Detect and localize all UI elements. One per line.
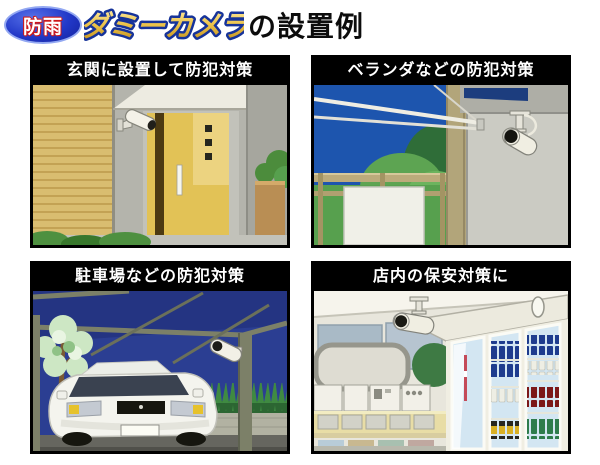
store-illustration bbox=[314, 291, 568, 451]
counter-frame bbox=[314, 342, 411, 392]
entrance-scene bbox=[33, 85, 287, 245]
display-shelf bbox=[314, 411, 446, 451]
dummy-camera-logo: ダミーカメラ bbox=[84, 7, 244, 46]
header: 防雨 ダミーカメラ の設置例 bbox=[0, 0, 600, 50]
entrance-overhang bbox=[113, 85, 287, 109]
balcony-railing bbox=[314, 173, 460, 245]
panel-entrance-title: 玄関に設置して防犯対策 bbox=[33, 55, 287, 85]
tree bbox=[412, 343, 456, 387]
parking-illustration bbox=[33, 291, 287, 451]
examples-grid: 玄関に設置して防犯対策 bbox=[30, 55, 571, 454]
parking-scene bbox=[33, 291, 287, 451]
entrance-door bbox=[147, 113, 229, 239]
panel-store: 店内の保安対策に bbox=[311, 261, 571, 454]
security-camera-icon bbox=[392, 296, 435, 335]
panel-parking: 駐車場などの防犯対策 bbox=[30, 261, 290, 454]
bushes bbox=[33, 231, 151, 245]
panel-parking-title: 駐車場などの防犯対策 bbox=[33, 261, 287, 291]
planter bbox=[255, 150, 287, 239]
carport-post bbox=[239, 333, 252, 451]
security-camera-icon bbox=[209, 338, 243, 363]
dummy-camera-logo-text: ダミーカメラ bbox=[84, 9, 244, 43]
laundry-poles bbox=[314, 85, 485, 131]
car bbox=[48, 360, 218, 446]
drink-cooler bbox=[403, 294, 568, 451]
tree bbox=[34, 315, 93, 388]
store-scene bbox=[314, 291, 568, 451]
panel-entrance: 玄関に設置して防犯対策 bbox=[30, 55, 290, 248]
ceiling bbox=[314, 291, 568, 317]
security-camera-icon bbox=[116, 109, 157, 132]
carport-frame bbox=[33, 291, 287, 365]
veranda-illustration bbox=[314, 85, 568, 245]
counter-equipment bbox=[314, 384, 431, 412]
panel-veranda-title: ベランダなどの防犯対策 bbox=[314, 55, 568, 85]
veranda-scene bbox=[314, 85, 568, 245]
entrance-illustration bbox=[33, 85, 287, 245]
waterproof-badge: 防雨 bbox=[4, 6, 82, 44]
panel-veranda: ベランダなどの防犯対策 bbox=[311, 55, 571, 248]
pillar bbox=[446, 85, 466, 245]
panel-store-title: 店内の保安対策に bbox=[314, 261, 568, 291]
header-suffix: の設置例 bbox=[248, 10, 365, 43]
glass-glare bbox=[452, 343, 466, 449]
security-camera-icon bbox=[502, 110, 538, 156]
slatted-wall bbox=[33, 85, 113, 245]
